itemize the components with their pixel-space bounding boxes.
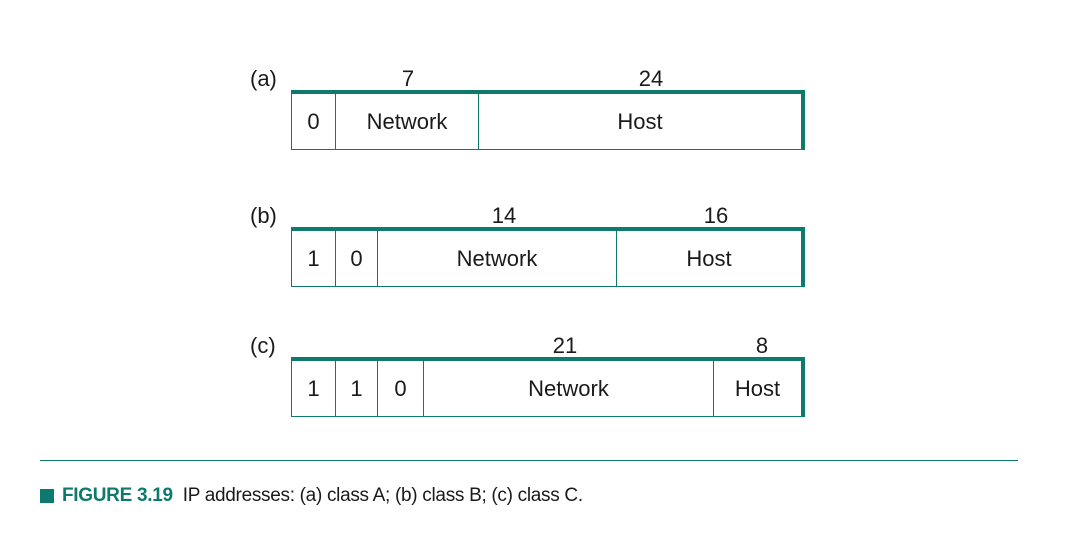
row-a-class-bit-0: 0 [307, 108, 320, 134]
caption-text: IP addresses: (a) class A; (b) class B; … [182, 485, 583, 506]
row-b-class-bit-1: 0 [335, 231, 377, 286]
row-b-host-bits: 16 [703, 203, 729, 228]
row-c-host-bits: 8 [755, 333, 769, 358]
row-c-class-bit-1: 1 [335, 361, 377, 416]
row-b-class-bit-0: 1 [307, 245, 320, 271]
row-a-network-field: Network [335, 94, 478, 149]
row-c-class-bit-2: 0 [377, 361, 423, 416]
figure-caption: FIGURE 3.19 IP addresses: (a) class A; (… [40, 484, 583, 508]
row-a-host-field: Host [478, 94, 801, 149]
caption-divider [40, 460, 1018, 461]
row-c-label: (c) [250, 333, 276, 358]
row-b-network-bits: 14 [491, 203, 517, 228]
caption-square-icon [40, 489, 54, 503]
row-a-address-box: 0 Network Host [291, 90, 805, 150]
row-c-host-field: Host [713, 361, 801, 416]
row-b-label: (b) [250, 203, 277, 228]
row-c-network-bits: 21 [552, 333, 578, 358]
row-b-network-field: Network [377, 231, 616, 286]
row-b-address-box: 1 0 Network Host [291, 227, 805, 287]
row-c-class-bit-0: 1 [307, 375, 320, 401]
row-a-label: (a) [250, 66, 277, 91]
row-a-network-bits: 7 [401, 66, 415, 91]
row-b-host-field: Host [616, 231, 801, 286]
figure-number: FIGURE 3.19 [62, 485, 173, 506]
row-c-address-box: 1 1 0 Network Host [291, 357, 805, 417]
row-c-network-field: Network [423, 361, 713, 416]
row-a-host-bits: 24 [638, 66, 664, 91]
